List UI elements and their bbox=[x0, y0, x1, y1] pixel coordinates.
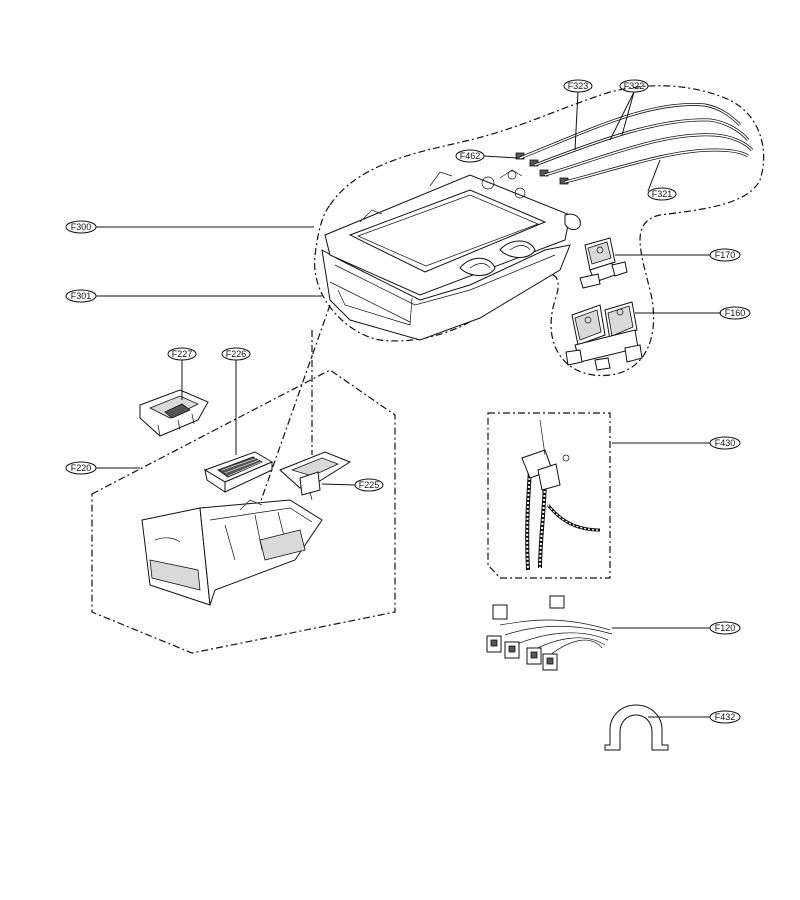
label-f321: F321 bbox=[647, 187, 677, 201]
label-f227-text: F227 bbox=[172, 349, 193, 359]
label-f462-text: F462 bbox=[460, 151, 481, 161]
label-f226: F226 bbox=[221, 347, 251, 361]
label-f301: F301 bbox=[65, 289, 97, 303]
label-f120-text: F120 bbox=[715, 623, 736, 633]
label-f430: F430 bbox=[709, 436, 741, 450]
harness-group-outline bbox=[487, 412, 611, 579]
label-f323-text: F323 bbox=[568, 81, 589, 91]
part-f226 bbox=[203, 451, 274, 493]
label-f220-text: F220 bbox=[71, 463, 92, 473]
label-f226-text: F226 bbox=[226, 349, 247, 359]
part-f220-drawer bbox=[141, 499, 323, 606]
label-f300: F300 bbox=[65, 220, 97, 234]
label-f322-text: F322 bbox=[624, 81, 645, 91]
label-f321-text: F321 bbox=[652, 189, 673, 199]
part-f225 bbox=[279, 451, 352, 501]
label-f220: F220 bbox=[65, 461, 97, 475]
part-f227 bbox=[139, 389, 209, 437]
label-f301-text: F301 bbox=[71, 291, 92, 301]
label-f120: F120 bbox=[709, 621, 741, 635]
label-f225-text: F225 bbox=[359, 480, 380, 490]
label-f323: F323 bbox=[563, 79, 593, 93]
leader-lines bbox=[96, 91, 721, 718]
valve-f160 bbox=[565, 301, 643, 371]
label-f170: F170 bbox=[709, 248, 741, 262]
label-f322: F322 bbox=[619, 79, 649, 93]
dispenser-housing bbox=[321, 152, 581, 341]
label-f432-text: F432 bbox=[715, 712, 736, 722]
part-f430-harness bbox=[521, 419, 601, 571]
part-f120-harness bbox=[486, 595, 613, 671]
label-f432: F432 bbox=[709, 710, 741, 724]
label-f160: F160 bbox=[719, 306, 751, 320]
valve-f170 bbox=[579, 237, 628, 289]
water-hoses bbox=[519, 102, 754, 184]
drawer-group-outline bbox=[91, 369, 396, 654]
label-f430-text: F430 bbox=[715, 438, 736, 448]
label-f300-text: F300 bbox=[71, 222, 92, 232]
part-f432-clamp bbox=[604, 704, 669, 751]
label-f225: F225 bbox=[354, 478, 384, 492]
label-f462: F462 bbox=[455, 149, 485, 163]
label-f227: F227 bbox=[167, 347, 197, 361]
label-f170-text: F170 bbox=[715, 250, 736, 260]
label-f160-text: F160 bbox=[725, 308, 746, 318]
